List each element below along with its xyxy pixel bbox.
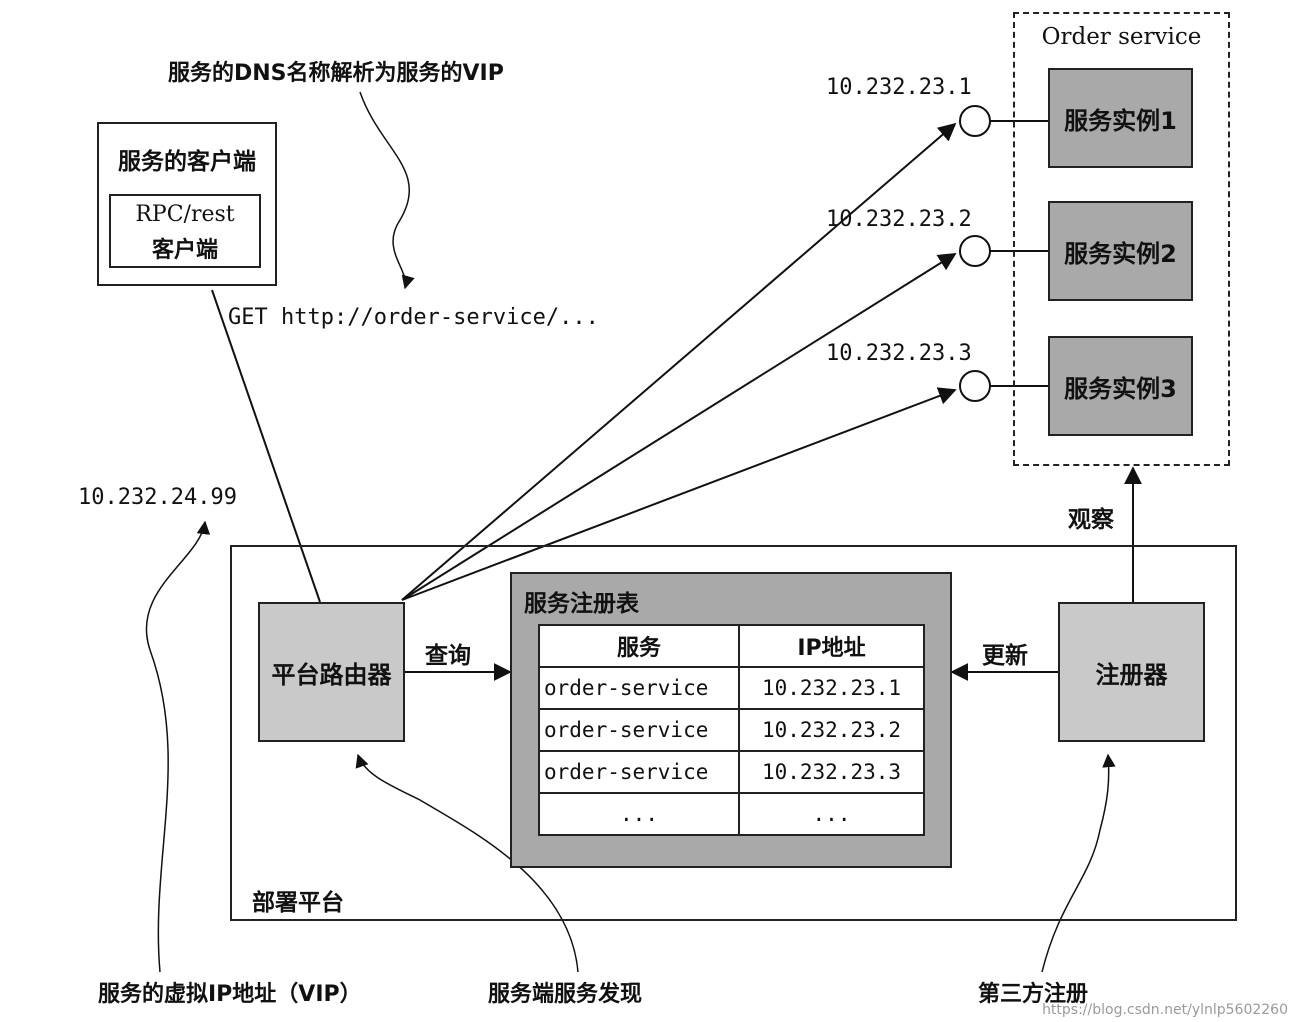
instance1-ip: 10.232.23.1 [826,75,972,100]
registry-header-service: 服务 [538,624,740,668]
registry-cell-ip: 10.232.23.3 [738,750,925,794]
table-row: order-service 10.232.23.3 [538,750,925,794]
order-service-title: Order service [1041,24,1202,50]
client-to-router-line [211,289,321,603]
endpoint-circle-2 [959,235,991,267]
service-registry-table: 服务 IP地址 order-service 10.232.23.1 order-… [538,624,925,836]
client-label: 客户端 [151,238,218,263]
watermark-text: https://blog.csdn.net/ylnlp5602260 [1042,1002,1288,1018]
router-to-instance1-arrow [401,122,957,601]
rpc-rest-label: RPC/rest [135,202,235,227]
vip-address: 10.232.24.99 [78,485,237,510]
get-request-text: GET http://order-service/... [228,305,599,330]
service-instance-1: 服务实例1 [1048,68,1193,168]
order-service-group: Order service [1013,12,1230,466]
instance3-ip: 10.232.23.3 [826,341,972,366]
update-label: 更新 [982,643,1028,669]
endpoint-circle-1 [959,105,991,137]
server-discovery-annotation: 服务端服务发现 [488,982,643,1007]
service-instance-2: 服务实例2 [1048,201,1193,301]
dns-pointer-curve [359,91,415,290]
table-row: order-service 10.232.23.1 [538,666,925,710]
endpoint-circle-3 [959,370,991,402]
service-instance-3: 服务实例3 [1048,336,1193,436]
query-label: 查询 [425,643,471,669]
router-to-instance3-arrow [401,387,957,601]
registry-cell-service: order-service [538,750,740,794]
third-party-pointer-curve [1041,753,1116,973]
registry-header-row: 服务 IP地址 [538,624,925,668]
rpc-rest-client-box: RPC/rest 客户端 [109,194,261,268]
registry-cell-ip: 10.232.23.1 [738,666,925,710]
table-row: order-service 10.232.23.2 [538,708,925,752]
third-party-registration-annotation: 第三方注册 [978,982,1089,1007]
registry-cell-service: order-service [538,708,740,752]
instance2-ip: 10.232.23.2 [826,207,972,232]
service-registry-title: 服务注册表 [524,591,639,617]
registry-header-ip: IP地址 [738,624,925,668]
service-client-title: 服务的客户端 [118,149,256,175]
vip-annotation: 服务的虚拟IP地址（VIP） [98,982,362,1007]
registry-cell-ip: 10.232.23.2 [738,708,925,752]
deployment-platform-box: 部署平台 [230,545,1237,921]
service-client-box: 服务的客户端 RPC/rest 客户端 [97,122,277,286]
registry-cell-service: ... [538,792,740,836]
table-row: ... ... [538,792,925,836]
deployment-platform-label: 部署平台 [252,890,344,916]
vip-pointer-curve [145,520,211,973]
observe-label: 观察 [1068,507,1114,533]
registry-cell-service: order-service [538,666,740,710]
server-discovery-pointer-curve [355,753,579,973]
router-to-instance2-arrow [401,253,957,601]
dns-annotation: 服务的DNS名称解析为服务的VIP [168,61,504,86]
platform-router: 平台路由器 [258,602,405,742]
registry-cell-ip: ... [738,792,925,836]
registrar: 注册器 [1058,602,1205,742]
